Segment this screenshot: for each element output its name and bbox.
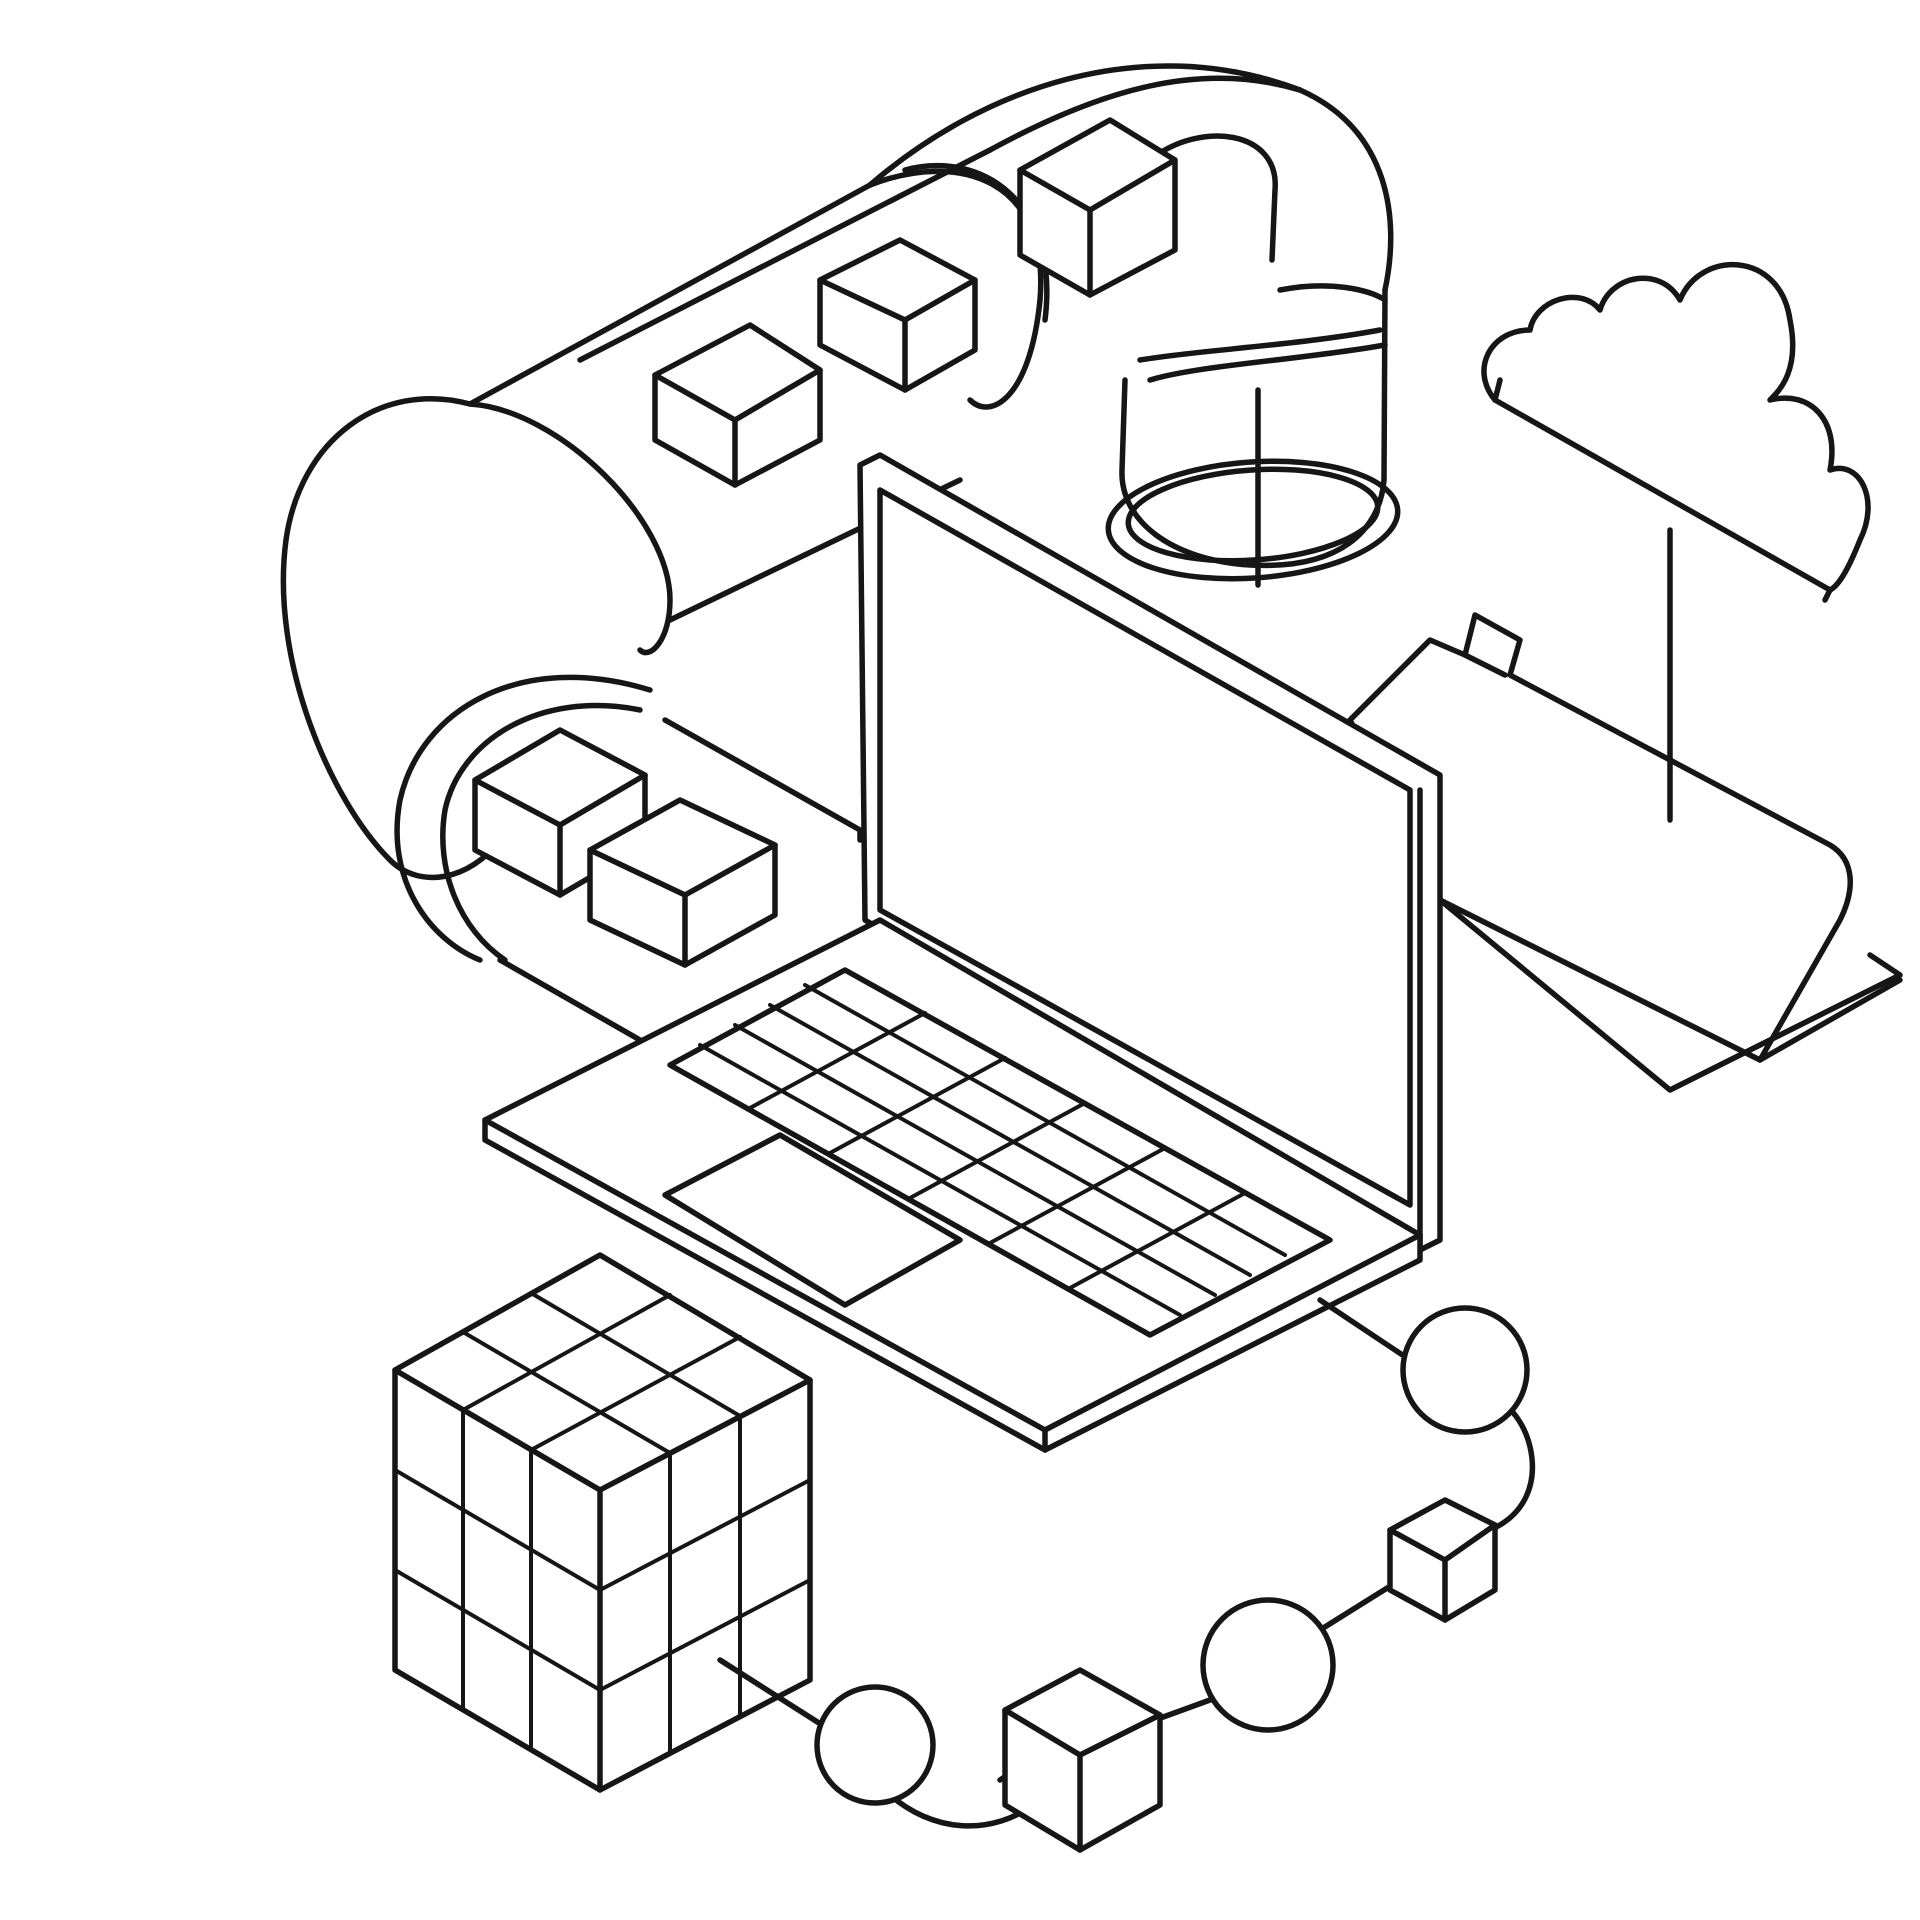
cube-grid-icon xyxy=(392,1252,813,1793)
data-block-icon xyxy=(1017,117,1178,298)
conveyor-pipe-icon xyxy=(280,63,1401,1043)
network-node-icon xyxy=(1400,1305,1530,1435)
conveyor-blocks xyxy=(472,117,1178,968)
data-block-icon xyxy=(652,322,823,488)
network-node-icon xyxy=(1200,1597,1336,1733)
data-block-icon xyxy=(587,797,778,968)
network-node-icon xyxy=(1002,1667,1163,1853)
data-block-icon xyxy=(817,237,978,393)
laptop-icon xyxy=(482,452,1443,1453)
network-node-icon xyxy=(1387,1497,1498,1623)
network-chain xyxy=(717,1297,1536,1853)
folder-icon xyxy=(1347,612,1903,1093)
cloud-icon xyxy=(1481,261,1871,823)
back-roller xyxy=(280,396,503,881)
laptop-trackpad xyxy=(662,1132,963,1308)
network-node-icon xyxy=(814,1684,936,1806)
laptop-screen xyxy=(857,452,1443,1253)
